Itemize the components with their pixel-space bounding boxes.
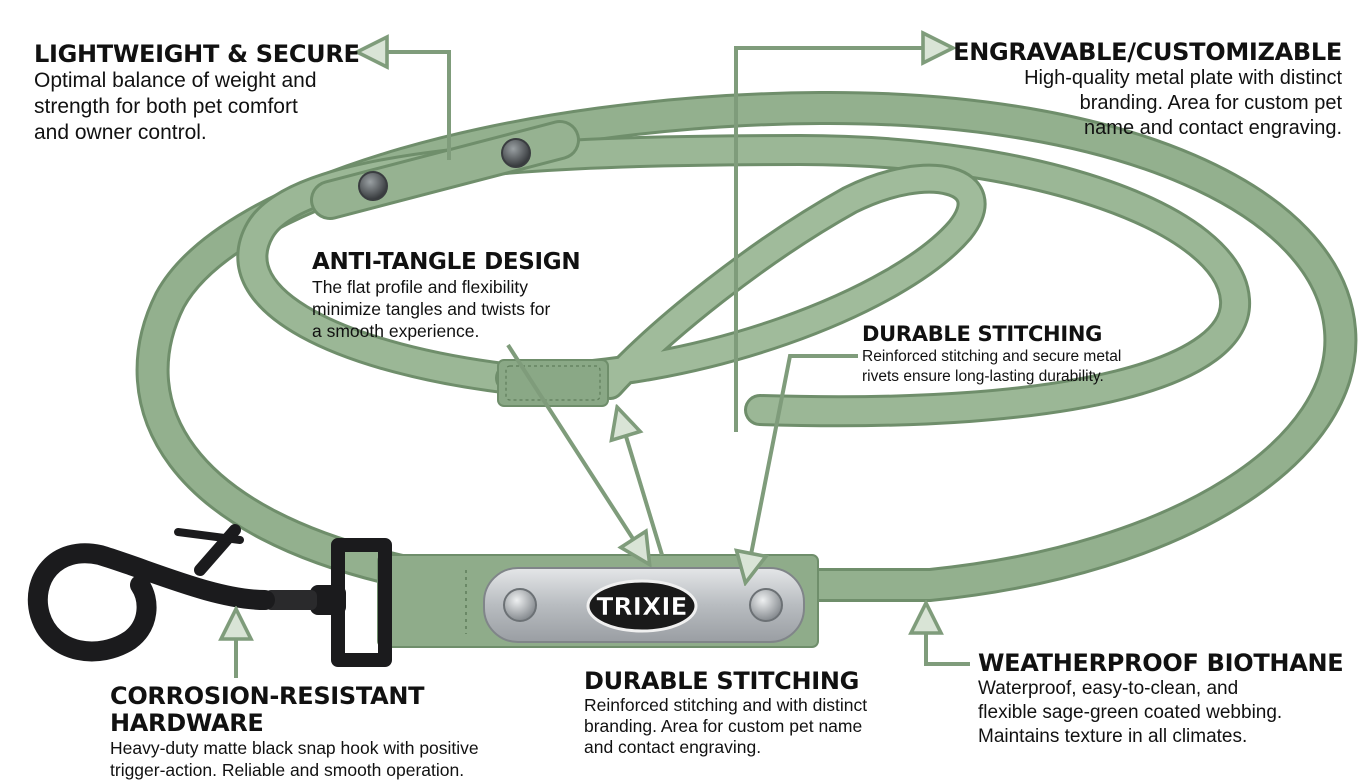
callout-engravable: ENGRAVABLE/CUSTOMIZABLE High-quality met… xyxy=(940,38,1342,141)
callout-text: minimize tangles and twists for xyxy=(312,299,551,319)
callout-text: Maintains texture in all climates. xyxy=(978,726,1248,747)
arrow-engravable xyxy=(734,48,950,432)
callout-text: branding. Area for custom pet name xyxy=(584,716,863,736)
callout-title: WEATHERPROOF BIOTHANE xyxy=(978,649,1344,677)
arrow-weatherproof xyxy=(926,606,970,666)
callout-text: Heavy-duty matte black snap hook with po… xyxy=(110,738,479,758)
stitched-keeper xyxy=(497,359,609,407)
callout-arrows xyxy=(236,48,970,678)
callout-title: ENGRAVABLE/CUSTOMIZABLE xyxy=(953,38,1342,66)
callout-title: DURABLE STITCHING xyxy=(584,667,860,695)
snap-hook-icon xyxy=(27,524,392,667)
callout-text: and owner control. xyxy=(34,121,207,144)
callout-lightweight: LIGHTWEIGHT & SECURE Optimal balance of … xyxy=(34,40,374,146)
arrow-anti-tangle-b xyxy=(618,410,664,556)
callout-title: DURABLE STITCHING xyxy=(862,322,1103,346)
callout-title: ANTI-TANGLE DESIGN xyxy=(312,249,581,275)
rivet-icon xyxy=(358,171,388,201)
callout-title: LIGHTWEIGHT & SECURE xyxy=(34,40,360,68)
arrow-lightweight xyxy=(360,52,451,160)
rivet-icon xyxy=(749,588,783,622)
callout-corrosion: CORROSION-RESISTANT HARDWARE Heavy-duty … xyxy=(110,683,580,781)
callout-text: name and contact engraving. xyxy=(1084,117,1342,139)
rivet-icon xyxy=(503,588,537,622)
callout-text: Optimal balance of weight and xyxy=(34,69,317,92)
callout-weatherproof: WEATHERPROOF BIOTHANE Waterproof, easy-t… xyxy=(978,650,1348,749)
brand-logo-badge xyxy=(586,579,698,633)
callout-text: Reinforced stitching and secure metal xyxy=(862,348,1122,365)
callout-text: branding. Area for custom pet xyxy=(1079,92,1342,114)
callout-text: The flat profile and flexibility xyxy=(312,277,528,297)
callout-text: Waterproof, easy-to-clean, and xyxy=(978,678,1239,699)
rivet-icon xyxy=(501,138,531,168)
brand-logo-text: TRIXIE xyxy=(596,592,687,621)
callout-text: a smooth experience. xyxy=(312,321,480,341)
callout-title: CORROSION-RESISTANT HARDWARE xyxy=(110,682,425,737)
arrow-stitching-top xyxy=(746,354,858,580)
leash-strap xyxy=(135,90,1358,602)
callout-text: and contact engraving. xyxy=(584,737,762,757)
metal-plate: TRIXIE xyxy=(483,567,805,643)
callout-text: rivets ensure long-lasting durability. xyxy=(862,368,1104,385)
callout-text: High-quality metal plate with distinct xyxy=(1024,67,1342,89)
callout-anti-tangle: ANTI-TANGLE DESIGN The flat profile and … xyxy=(312,249,602,342)
callout-stitching-top: DURABLE STITCHING Reinforced stitching a… xyxy=(862,321,1162,387)
callout-text: Reinforced stitching and with distinct xyxy=(584,695,868,715)
callout-text: trigger-action. Reliable and smooth oper… xyxy=(110,760,465,780)
callout-text: flexible sage-green coated webbing. xyxy=(978,702,1283,723)
arrow-anti-tangle-a xyxy=(506,343,648,562)
callout-text: strength for both pet comfort xyxy=(34,95,298,118)
callout-stitching-bottom: DURABLE STITCHING Reinforced stitching a… xyxy=(584,668,924,758)
